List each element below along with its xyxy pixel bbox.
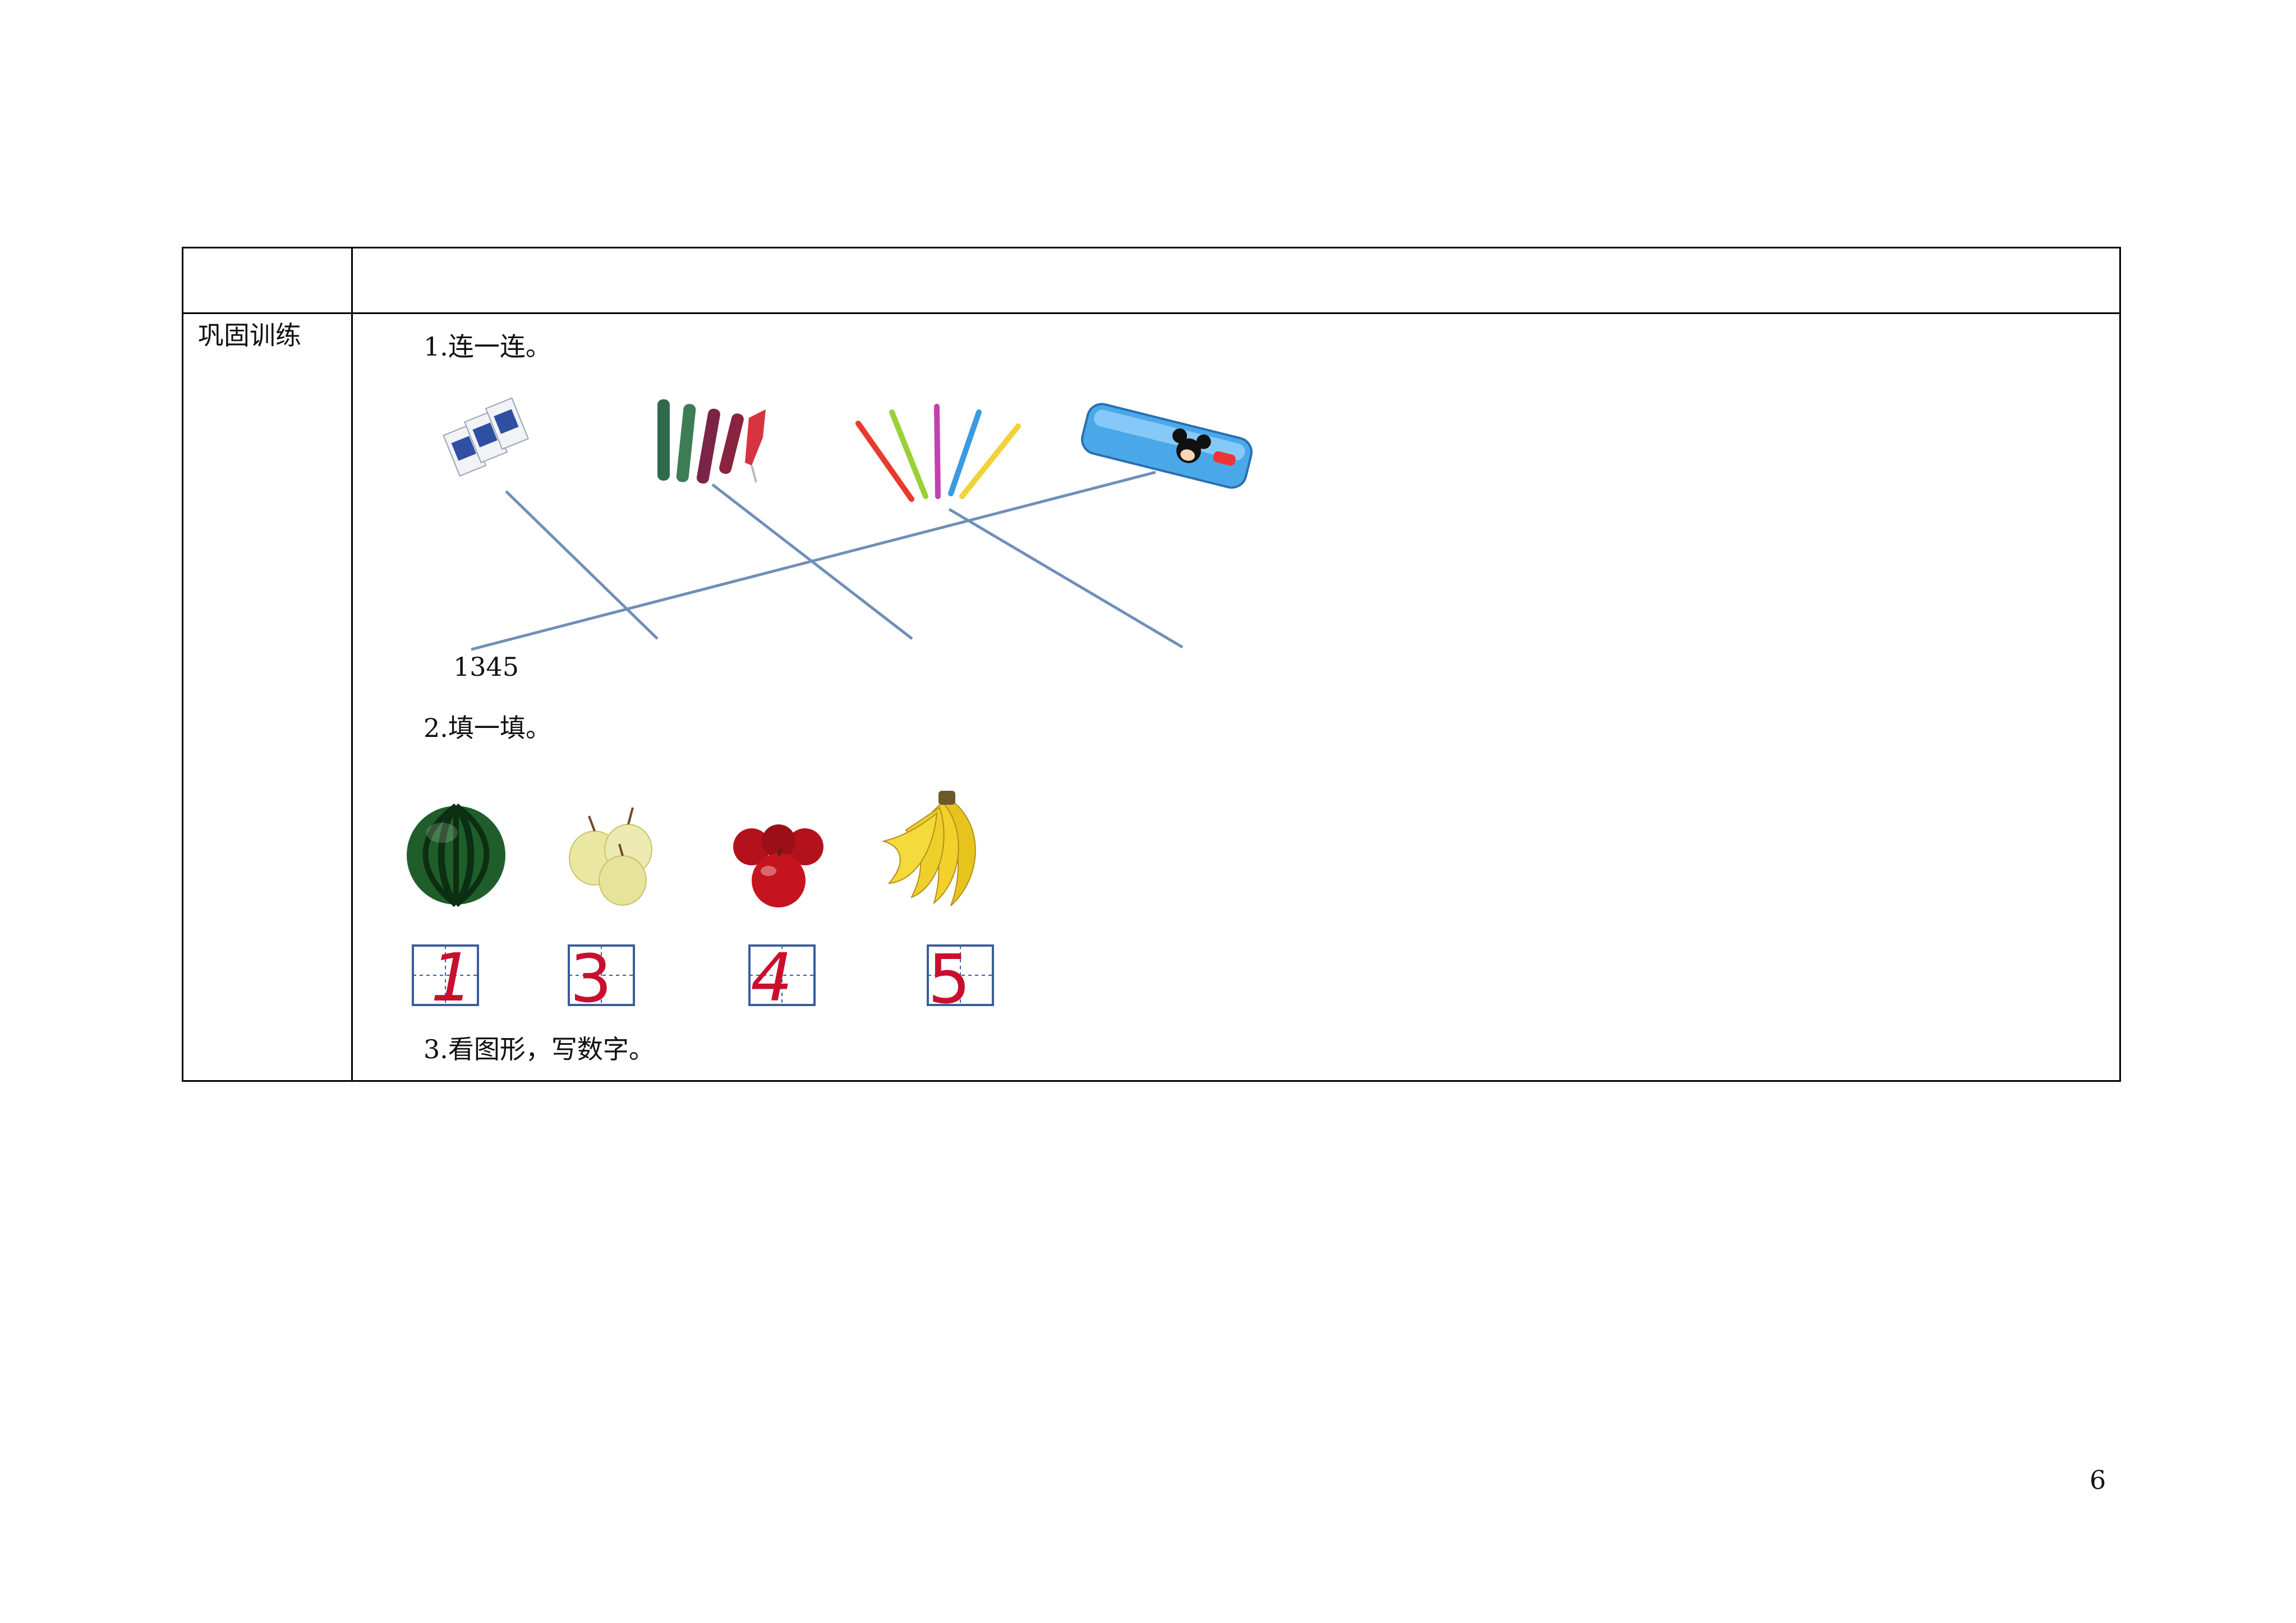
- answer-box-3: 4: [748, 939, 816, 1016]
- match-line-pencils: [948, 508, 1184, 649]
- watermelon-icon: [407, 803, 505, 907]
- page-number: 6: [2090, 1465, 2106, 1495]
- match-line-eraser: [505, 490, 659, 640]
- table-row-divider: [182, 312, 2121, 314]
- answer-1: 1: [431, 939, 473, 1016]
- table-bottom-border: [182, 1080, 2121, 1082]
- bananas-icon: [881, 791, 976, 906]
- pears-icon: [569, 807, 652, 906]
- eraser-pack-icon: [443, 397, 529, 477]
- table-column-divider: [351, 247, 353, 1082]
- colored-pencils-icon: [855, 404, 1021, 502]
- apples-icon: [733, 824, 823, 907]
- pencil-case-icon: [1081, 403, 1253, 489]
- table-left-border: [182, 247, 183, 1082]
- exercise-2-title: 2.填一填。: [424, 713, 551, 743]
- answer-4: 5: [928, 941, 970, 1019]
- tool-set-icon: [657, 399, 766, 484]
- match-numbers: 1345: [453, 652, 519, 682]
- answer-3: 4: [751, 939, 793, 1016]
- table-top-border: [182, 247, 2121, 248]
- exercise-1-title: 1.连一连。: [424, 331, 551, 362]
- table-right-border: [2119, 247, 2121, 1082]
- row-label: 巩固训练: [198, 320, 301, 351]
- answer-2: 3: [570, 940, 612, 1017]
- answer-box-2: 3: [568, 940, 635, 1017]
- answer-box-1: 1: [412, 939, 479, 1016]
- exercise-3-title: 3.看图形，写数字。: [424, 1034, 655, 1064]
- answer-box-4: 5: [927, 941, 994, 1019]
- match-line-pencil-case: [471, 471, 1156, 651]
